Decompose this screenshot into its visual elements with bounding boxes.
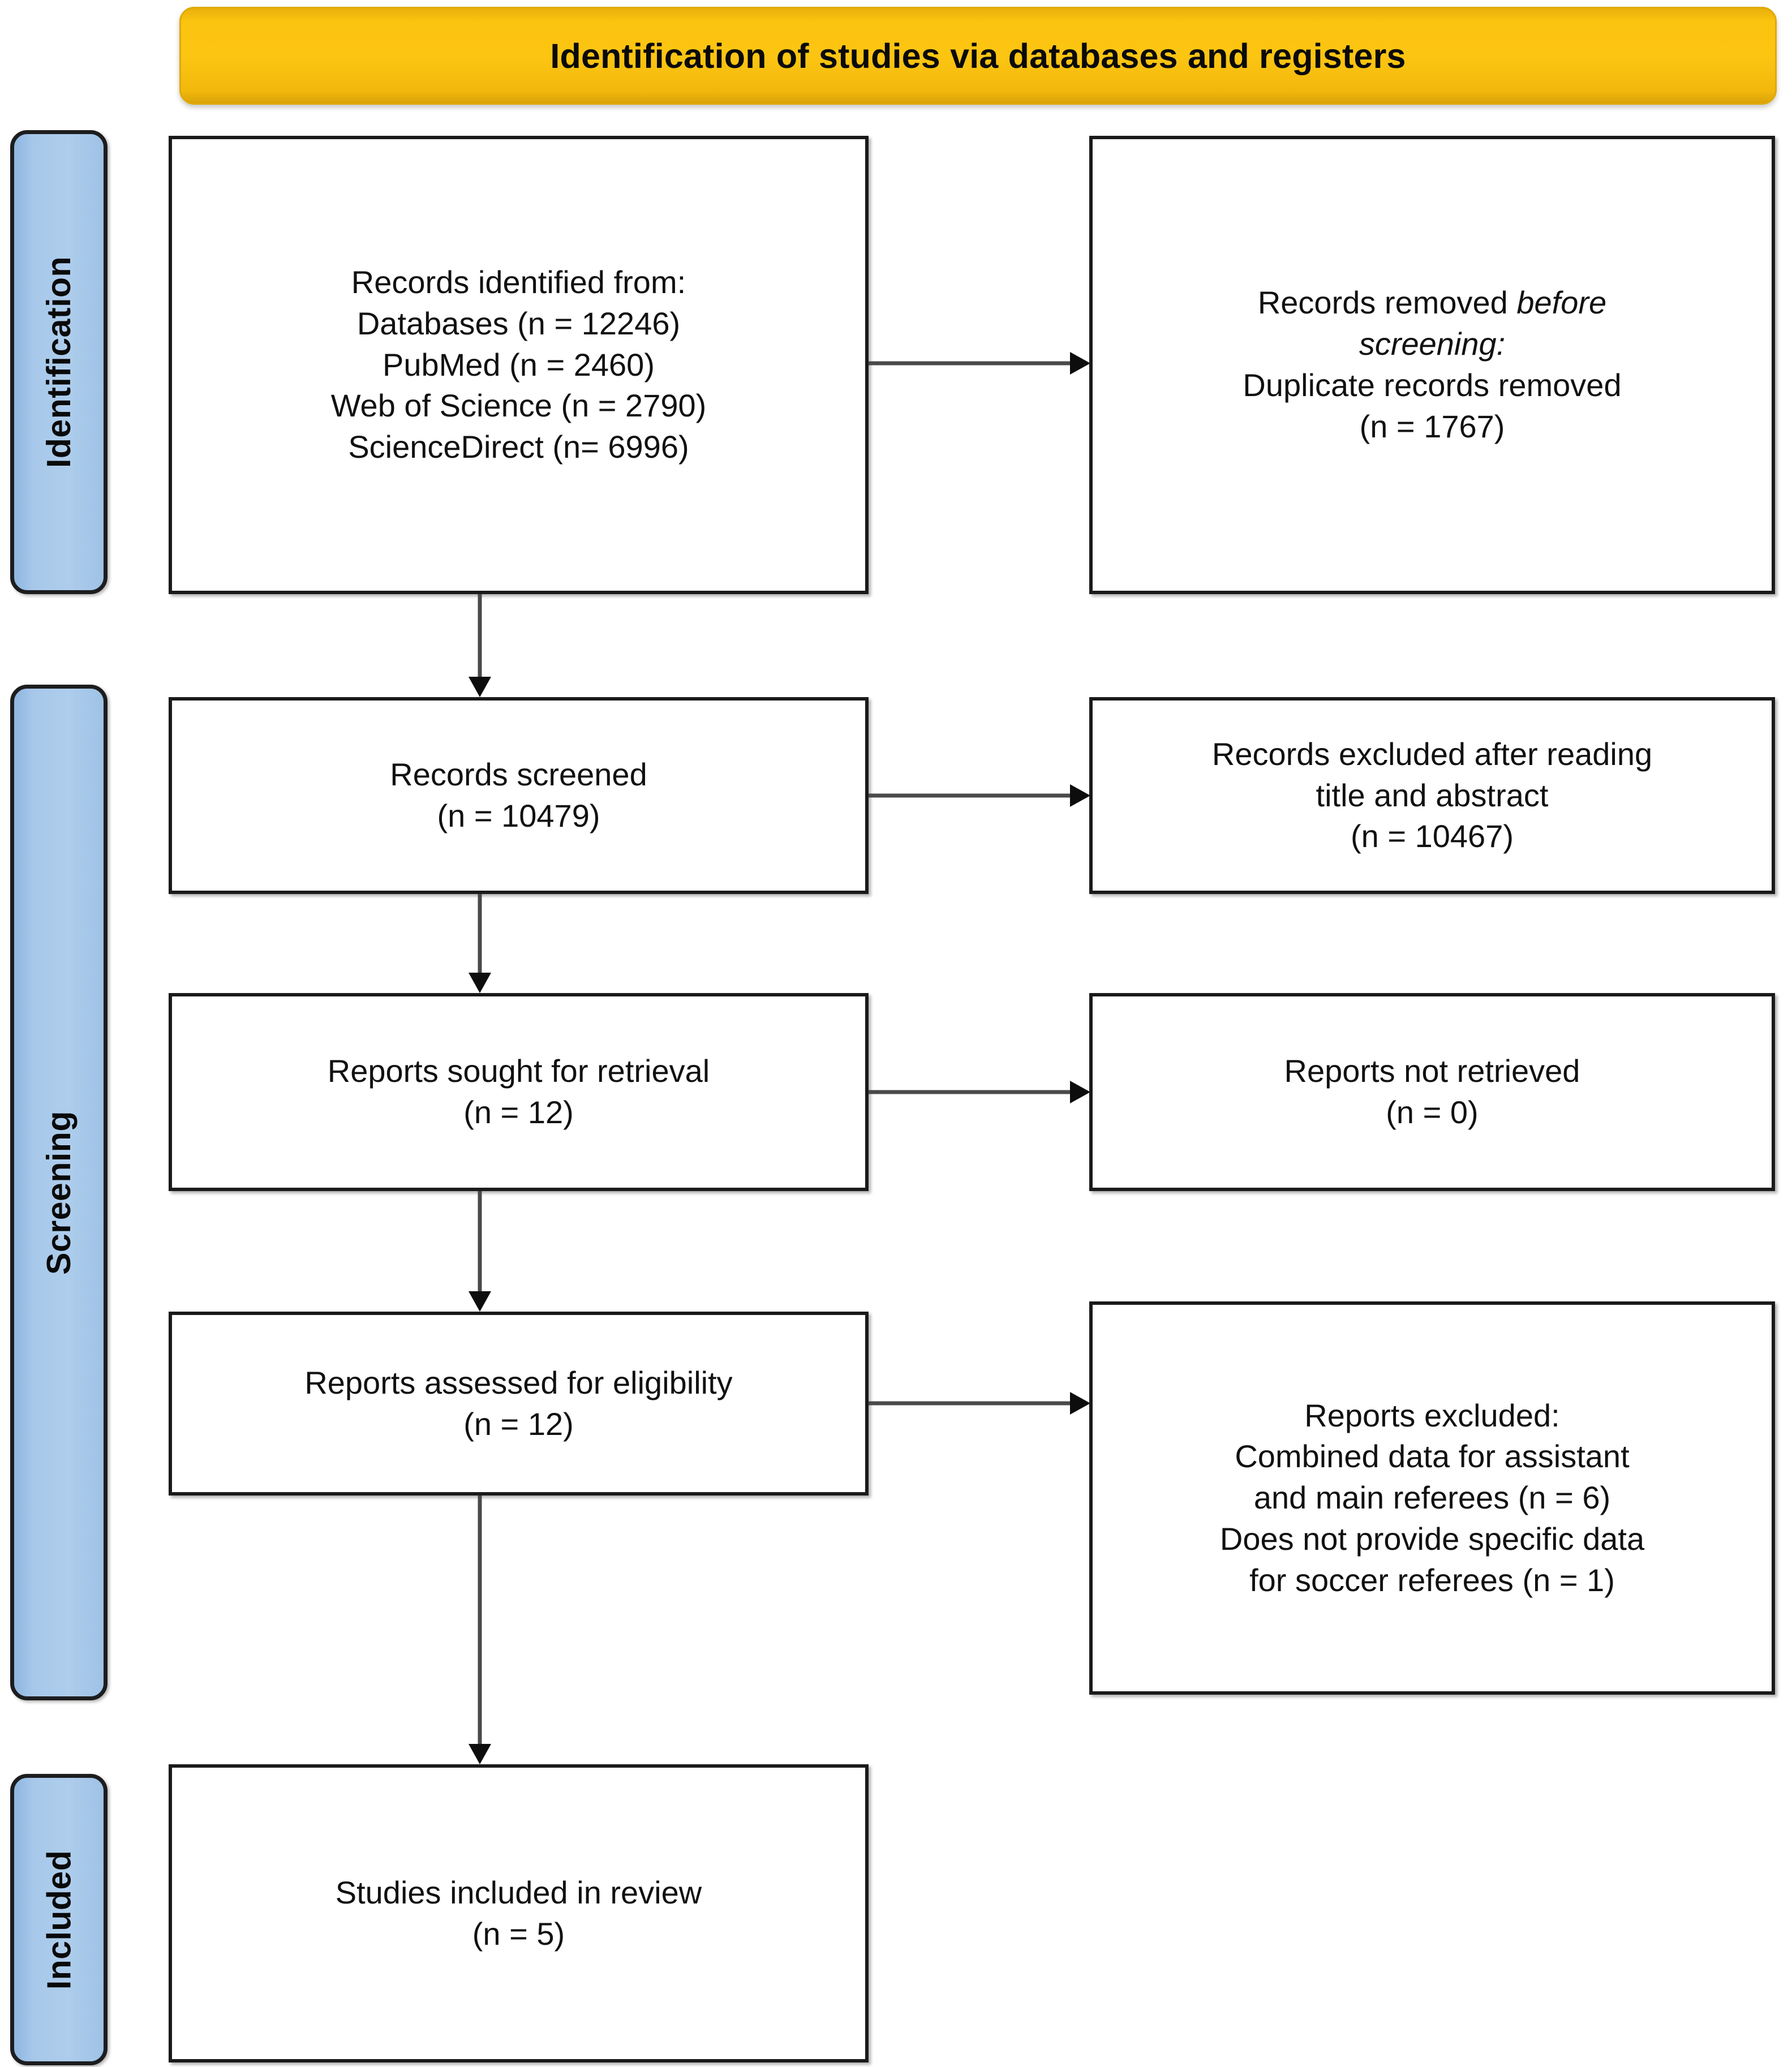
reports-assessed-line-1: Reports assessed for eligibility [304, 1364, 733, 1400]
box-reports-not-retrieved: Reports not retrieved (n = 0) [1089, 993, 1775, 1191]
box-records-removed-text: Records removed before screening: Duplic… [1243, 282, 1621, 447]
records-removed-line-2: screening: [1243, 324, 1621, 365]
records-removed-line-1-prefix: Records removed [1257, 285, 1517, 321]
records-removed-line-4: (n = 1767) [1359, 408, 1505, 444]
arrow-head-down-icon [469, 677, 491, 697]
records-screened-line-1: Records screened [390, 757, 647, 793]
box-reports-sought-text: Reports sought for retrieval (n = 12) [328, 1051, 710, 1133]
box-reports-assessed-text: Reports assessed for eligibility (n = 12… [304, 1363, 732, 1445]
box-reports-not-retrieved-text: Reports not retrieved (n = 0) [1284, 1051, 1580, 1133]
reports-sought-line-2: (n = 12) [463, 1094, 574, 1130]
arrow-assessed-to-included [469, 1496, 491, 1764]
arrow-screened-to-sought [469, 894, 491, 993]
arrow-head-right-icon [1070, 1081, 1090, 1103]
header-title: Identification of studies via databases … [550, 36, 1406, 75]
arrow-identified-to-screened [469, 594, 491, 697]
arrow-head-down-icon [469, 1744, 491, 1764]
arrow-sought-to-assessed [469, 1191, 491, 1312]
stage-tab-screening-label: Screening [40, 1110, 78, 1275]
box-reports-excluded-with-reasons: Reports excluded: Combined data for assi… [1089, 1301, 1775, 1695]
box-records-identified: Records identified from: Databases (n = … [169, 136, 869, 594]
reports-excluded-line-4: Does not provide specific data [1219, 1520, 1645, 1557]
arrow-shaft [478, 1191, 482, 1291]
arrow-sought-to-not-retrieved [869, 1081, 1090, 1103]
arrow-assessed-to-excluded [869, 1392, 1090, 1415]
records-screened-line-2: (n = 10479) [437, 798, 600, 833]
reports-assessed-line-2: (n = 12) [463, 1406, 574, 1442]
reports-excluded-line-5: for soccer referees (n = 1) [1249, 1562, 1615, 1598]
stage-tab-screening: Screening [10, 685, 108, 1700]
reports-not-retrieved-line-2: (n = 0) [1386, 1094, 1479, 1130]
box-records-excluded: Records excluded after reading title and… [1089, 697, 1775, 894]
records-identified-line-1: Records identified from: [351, 264, 686, 300]
arrow-head-right-icon [1070, 352, 1090, 375]
reports-sought-line-1: Reports sought for retrieval [327, 1053, 710, 1089]
reports-excluded-line-2: Combined data for assistant [1235, 1438, 1630, 1475]
records-excluded-line-3: (n = 10467) [1351, 818, 1514, 854]
header-banner: Identification of studies via databases … [179, 7, 1777, 105]
reports-excluded-line-1: Reports excluded: [1304, 1397, 1560, 1433]
arrow-shaft [478, 594, 482, 677]
box-records-excluded-text: Records excluded after reading title and… [1212, 734, 1652, 857]
arrow-identified-to-removed [869, 352, 1090, 375]
box-studies-included-text: Studies included in review (n = 5) [336, 1872, 702, 1955]
box-records-removed-before-screening: Records removed before screening: Duplic… [1089, 136, 1775, 594]
arrow-shaft [869, 1401, 1072, 1406]
records-removed-line-3: Duplicate records removed [1243, 367, 1622, 403]
arrow-head-down-icon [469, 973, 491, 993]
records-removed-line-1-italic: before [1516, 285, 1607, 321]
stage-tab-included-label: Included [40, 1850, 78, 1989]
records-excluded-line-1: Records excluded after reading [1211, 736, 1653, 772]
box-records-screened-text: Records screened (n = 10479) [390, 754, 647, 837]
arrow-head-right-icon [1070, 784, 1090, 807]
records-identified-line-4: Web of Science (n = 2790) [330, 388, 707, 424]
studies-included-line-1: Studies included in review [335, 1874, 702, 1910]
box-reports-assessed-for-eligibility: Reports assessed for eligibility (n = 12… [169, 1312, 869, 1496]
records-removed-line-1: Records removed before [1243, 282, 1621, 324]
arrow-shaft [478, 894, 482, 973]
reports-excluded-line-3: and main referees (n = 6) [1253, 1480, 1611, 1516]
records-identified-line-5: ScienceDirect (n= 6996) [348, 429, 689, 465]
arrow-head-right-icon [1070, 1392, 1090, 1415]
records-identified-line-3: PubMed (n = 2460) [383, 346, 655, 383]
arrow-head-down-icon [469, 1291, 491, 1312]
studies-included-line-2: (n = 5) [472, 1915, 565, 1952]
box-studies-included-in-review: Studies included in review (n = 5) [169, 1764, 869, 2062]
stage-tab-included: Included [10, 1774, 108, 2065]
reports-not-retrieved-line-1: Reports not retrieved [1284, 1053, 1580, 1089]
box-reports-excluded-reasons-text: Reports excluded: Combined data for assi… [1220, 1395, 1644, 1601]
box-records-screened: Records screened (n = 10479) [169, 697, 869, 894]
box-records-identified-text: Records identified from: Databases (n = … [331, 262, 707, 468]
arrow-shaft [869, 793, 1072, 798]
records-identified-line-2: Databases (n = 12246) [356, 305, 681, 341]
arrow-shaft [869, 361, 1072, 366]
records-excluded-line-2: title and abstract [1316, 777, 1549, 813]
arrow-shaft [869, 1090, 1072, 1094]
stage-tab-identification-label: Identification [40, 256, 78, 469]
arrow-screened-to-excluded [869, 784, 1090, 807]
stage-tab-identification: Identification [10, 130, 108, 594]
box-reports-sought-for-retrieval: Reports sought for retrieval (n = 12) [169, 993, 869, 1191]
arrow-shaft [478, 1496, 482, 1744]
records-removed-line-2-italic: screening: [1359, 326, 1506, 362]
